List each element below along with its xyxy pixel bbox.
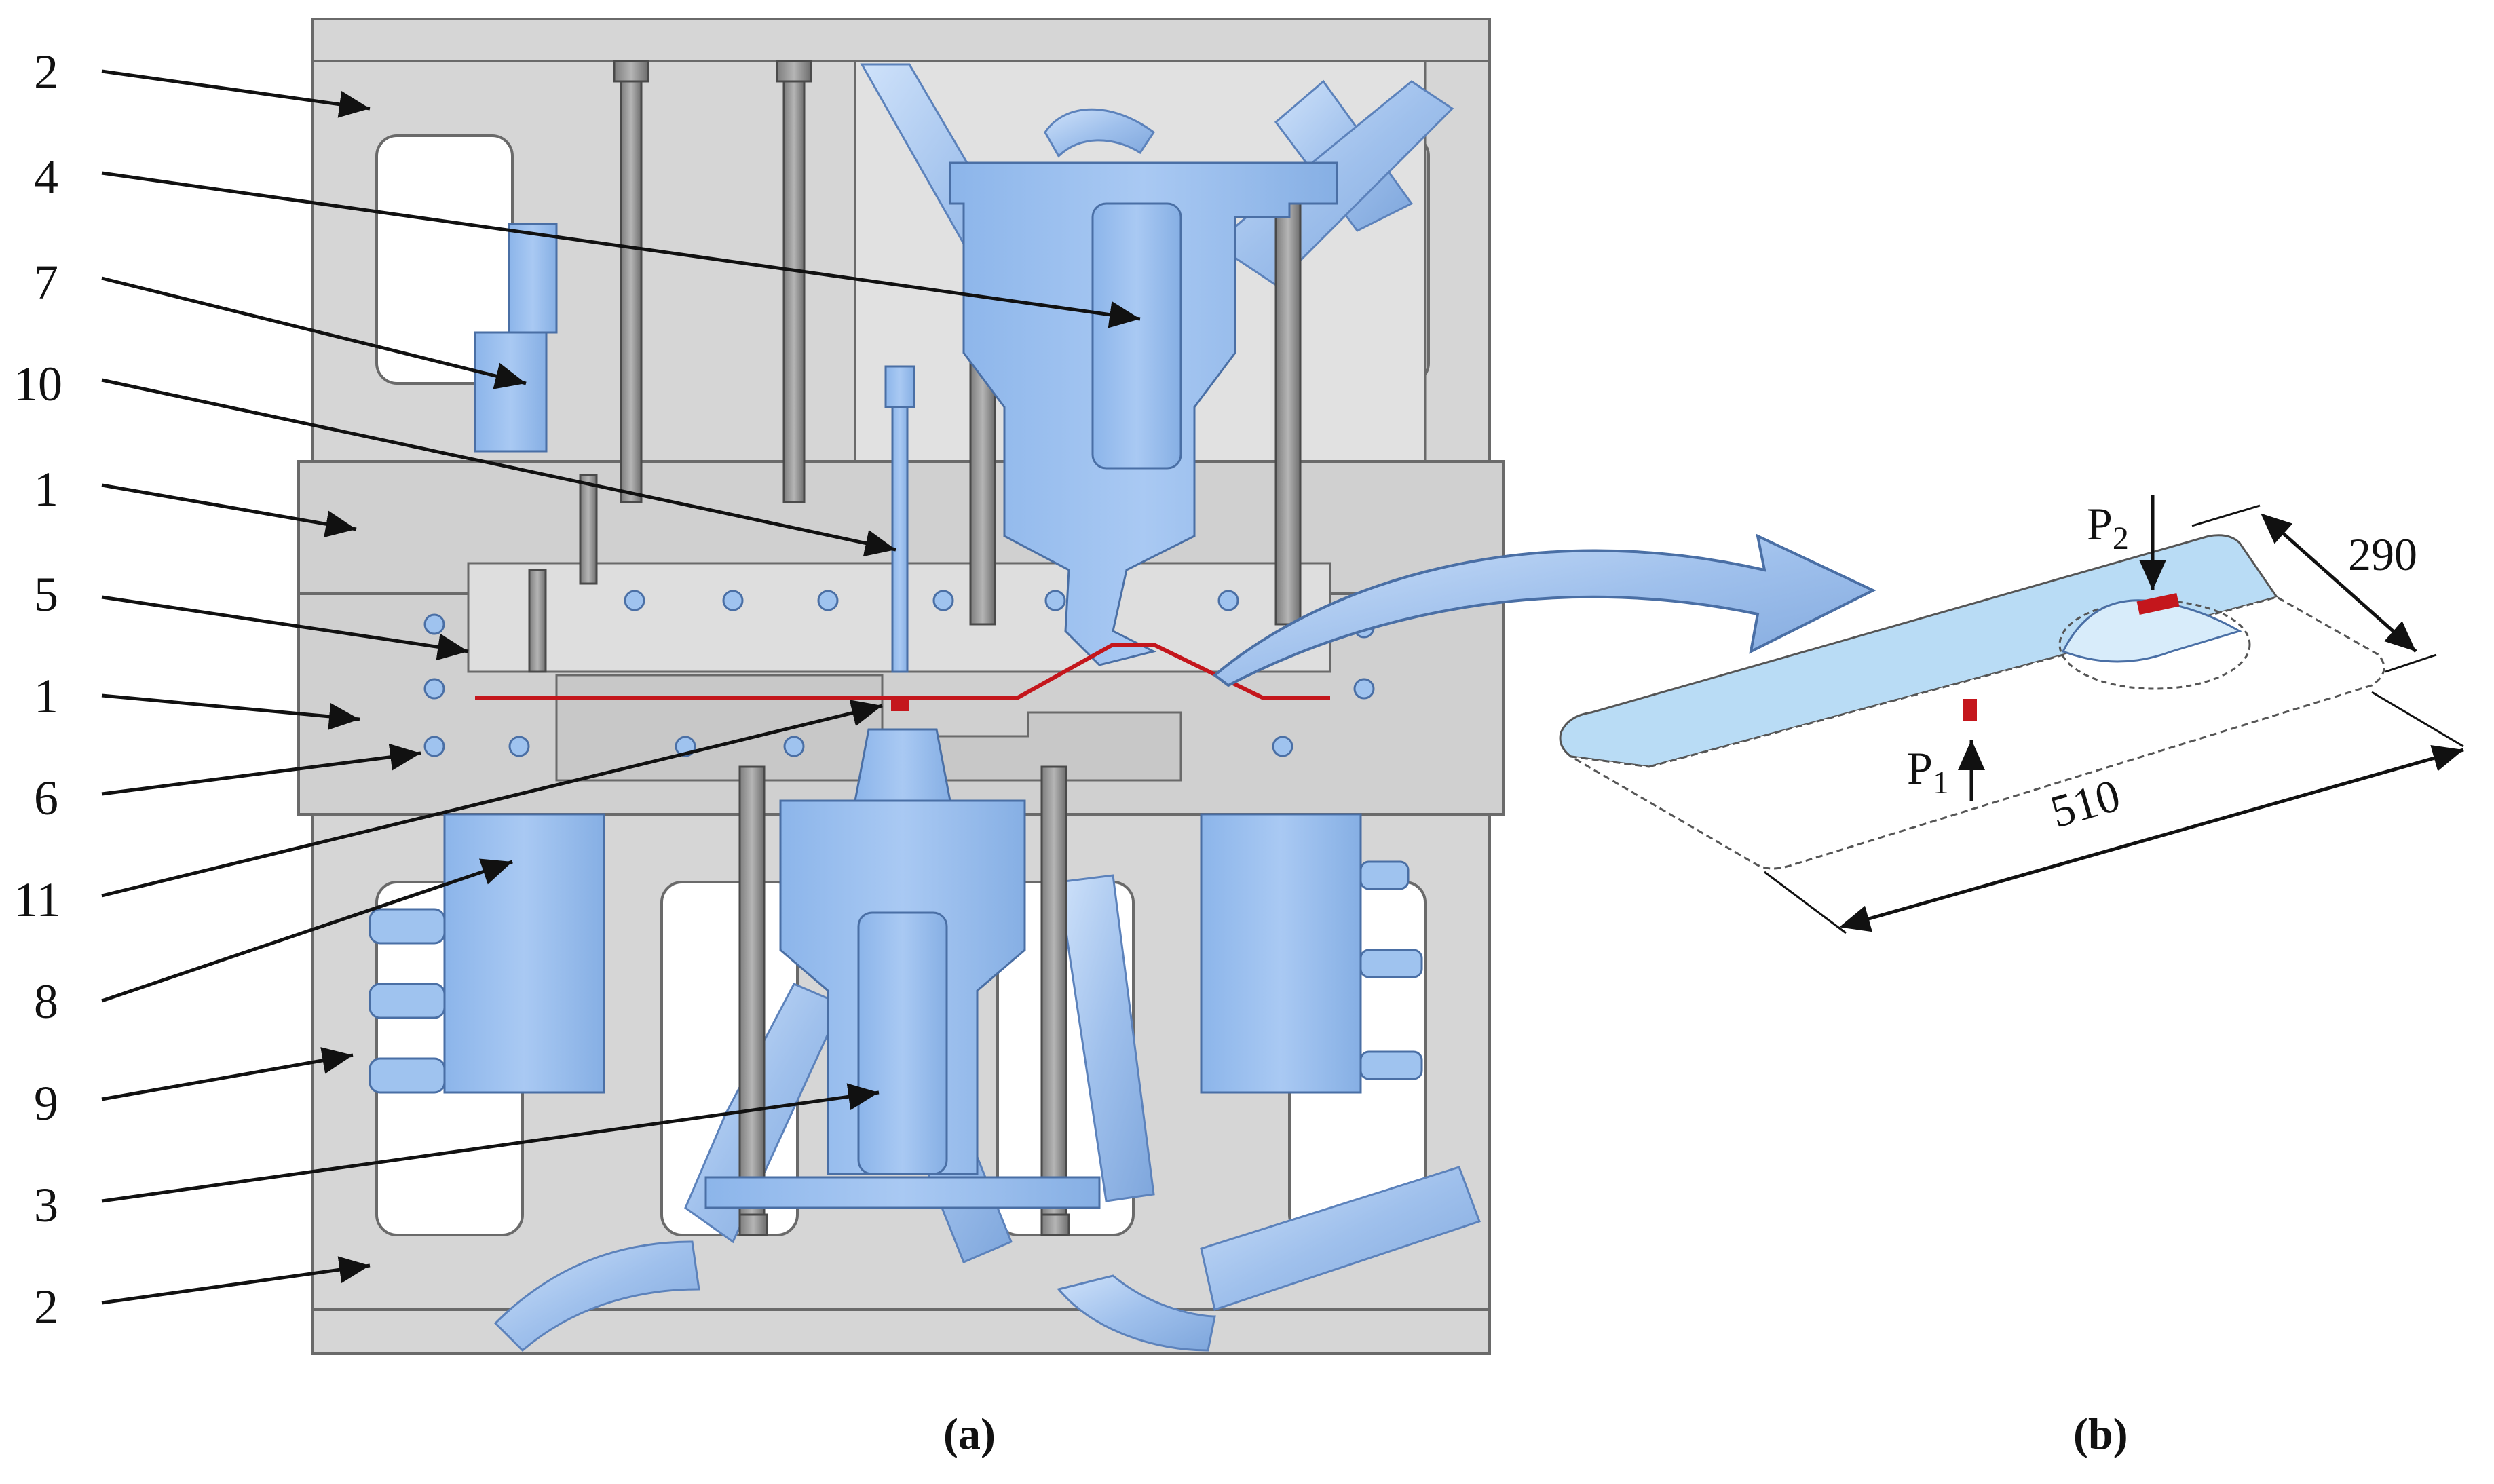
callout-label-2-bottom: 2 xyxy=(34,1280,58,1334)
caption-a: (a) xyxy=(943,1409,996,1459)
callout-label-2-top: 2 xyxy=(34,45,58,99)
dome xyxy=(2061,599,2242,663)
sheet-blank xyxy=(475,643,1330,700)
side-blocks xyxy=(443,223,1362,1094)
callout-label-9: 9 xyxy=(34,1076,58,1130)
callout-label-1-lower: 1 xyxy=(34,669,58,723)
callout-label-4: 4 xyxy=(34,150,58,204)
upper-punch-assembly xyxy=(949,161,1338,666)
callout-label-5: 5 xyxy=(34,567,58,622)
dome-outline xyxy=(2058,599,2251,690)
callout-label-8: 8 xyxy=(34,974,58,1029)
callouts: 2 4 7 10 1 5 1 6 11 8 9 3 2 xyxy=(14,45,1141,1334)
dimension-290 xyxy=(2261,513,2417,653)
p2-label: P2 xyxy=(2087,498,2129,556)
block-8 xyxy=(443,813,605,1094)
dimension-290-label: 290 xyxy=(2348,529,2417,580)
dimension-510 xyxy=(1839,745,2464,932)
tool-assembly xyxy=(297,18,1505,1355)
pin-10 xyxy=(891,385,909,673)
blank-red-marker xyxy=(891,699,909,711)
callout-label-6: 6 xyxy=(34,771,58,825)
callout-label-1-upper: 1 xyxy=(34,462,58,516)
block-7 xyxy=(474,331,548,453)
callout-label-7: 7 xyxy=(34,255,58,309)
transfer-arrow xyxy=(1212,533,1876,687)
cooling-holes xyxy=(423,590,1375,757)
sheet-top-half xyxy=(1559,534,2279,768)
callout-label-10: 10 xyxy=(14,357,62,411)
fittings xyxy=(369,860,1423,1094)
callout-label-3: 3 xyxy=(34,1178,58,1232)
formed-part xyxy=(1559,534,2385,870)
p2-red-marker xyxy=(2136,592,2180,615)
lower-punch-assembly xyxy=(704,728,1101,1209)
callout-label-11: 11 xyxy=(14,873,60,927)
caption-b: (b) xyxy=(2073,1409,2128,1459)
p1-red-marker xyxy=(1963,699,1977,721)
